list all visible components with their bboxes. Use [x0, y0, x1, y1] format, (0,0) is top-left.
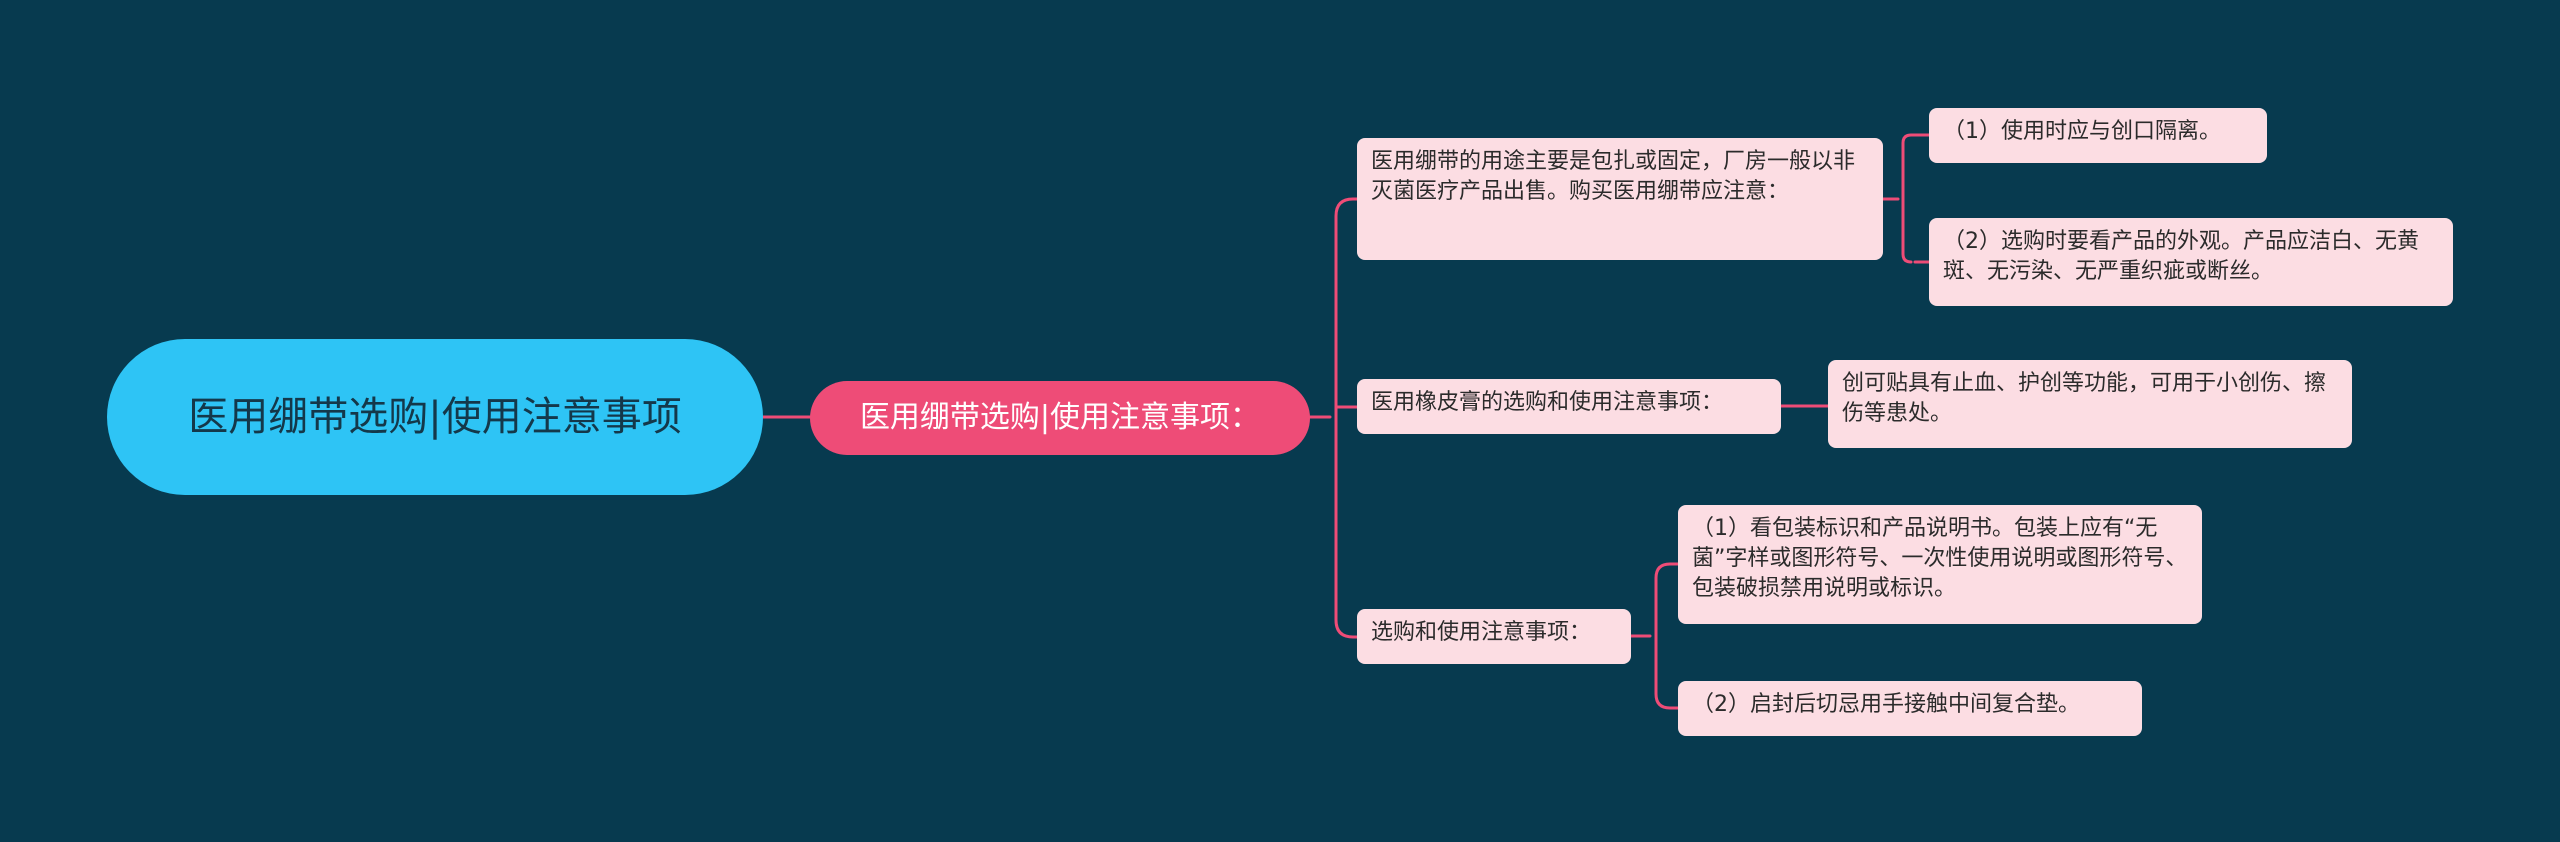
- leaf-check-appearance[interactable]: （2）选购时要看产品的外观。产品应洁白、无黄斑、无污染、无严重织疵或断丝。: [1929, 218, 2453, 306]
- branch-purchase-notes[interactable]: 选购和使用注意事项：: [1357, 609, 1631, 664]
- root-topic[interactable]: 医用绷带选购|使用注意事项: [107, 339, 763, 495]
- main-topic[interactable]: 医用绷带选购|使用注意事项：: [810, 381, 1310, 455]
- branch-adhesive-plaster[interactable]: 医用橡皮膏的选购和使用注意事项：: [1357, 379, 1781, 434]
- branch-bandage-usage[interactable]: 医用绷带的用途主要是包扎或固定，厂房一般以非灭菌医疗产品出售。购买医用绷带应注意…: [1357, 138, 1883, 260]
- leaf-check-label[interactable]: （1）看包装标识和产品说明书。包装上应有“无菌”字样或图形符号、一次性使用说明或…: [1678, 505, 2202, 624]
- connector-branch3-leaves: [1629, 562, 1680, 710]
- connector-branch1-leaves: [1881, 133, 1931, 264]
- leaf-no-hand-contact[interactable]: （2）启封后切忌用手接触中间复合垫。: [1678, 681, 2142, 736]
- connector-main-branches: [1308, 197, 1359, 639]
- leaf-band-aid-function[interactable]: 创可贴具有止血、护创等功能，可用于小创伤、擦伤等患处。: [1828, 360, 2352, 448]
- leaf-isolate-wound[interactable]: （1）使用时应与创口隔离。: [1929, 108, 2267, 163]
